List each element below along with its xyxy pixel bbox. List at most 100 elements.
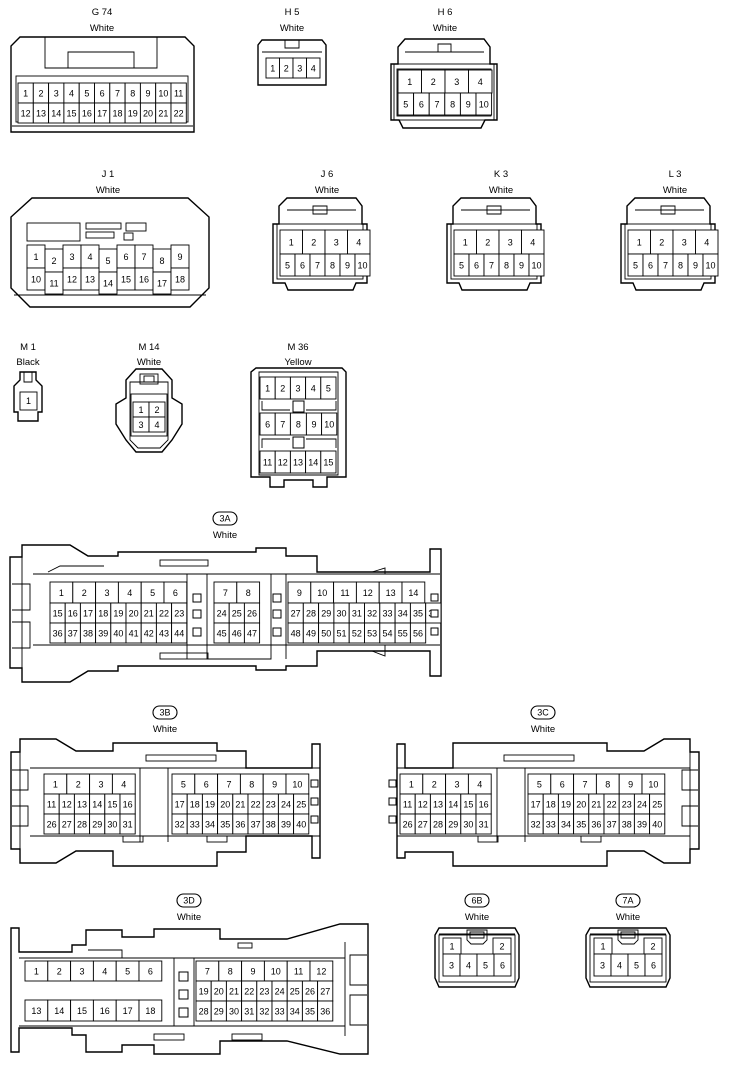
c3d-pin-2: 2 bbox=[57, 967, 62, 977]
g74-pin-7: 7 bbox=[115, 89, 120, 99]
connector-3b-color: White bbox=[153, 724, 177, 735]
c3a-pin-40: 40 bbox=[113, 629, 123, 639]
c3c-pin-31: 31 bbox=[479, 820, 489, 830]
connector-j6-color: White bbox=[315, 185, 339, 196]
c3a-pin-15: 15 bbox=[53, 609, 63, 619]
g74-pin-15: 15 bbox=[67, 109, 77, 119]
c3a-pin-49: 49 bbox=[306, 629, 316, 639]
h6-pin-2: 2 bbox=[431, 77, 436, 87]
m36-pin-8: 8 bbox=[296, 420, 301, 430]
c3b-pin-31: 31 bbox=[123, 820, 133, 830]
c6b-pin-5: 5 bbox=[483, 961, 488, 971]
c3a-pin-23: 23 bbox=[174, 609, 184, 619]
c3b-pin-2: 2 bbox=[76, 780, 81, 790]
connector-3c-color: White bbox=[531, 724, 555, 735]
c3a-pin-37: 37 bbox=[68, 629, 78, 639]
c3b-pin-23: 23 bbox=[266, 800, 276, 810]
c3c-pin-9: 9 bbox=[628, 780, 633, 790]
c3c-pin-11: 11 bbox=[403, 800, 412, 810]
c3a-pin-31: 31 bbox=[352, 609, 362, 619]
h5-pin-2: 2 bbox=[284, 64, 289, 74]
c3a-pin-38: 38 bbox=[83, 629, 93, 639]
g74-pin-10: 10 bbox=[158, 89, 168, 99]
c3a-pin-51: 51 bbox=[337, 629, 347, 639]
j6-pin-6: 6 bbox=[300, 261, 305, 271]
g74-pin-22-cell bbox=[170, 102, 187, 124]
connector-3b-id: 3B bbox=[159, 708, 170, 718]
g74-pin-16: 16 bbox=[82, 109, 92, 119]
c3c-pin-16: 16 bbox=[479, 800, 489, 810]
c3d-pin-14: 14 bbox=[54, 1006, 64, 1016]
c3a-pin-16: 16 bbox=[68, 609, 78, 619]
j6-pin-10-cell bbox=[354, 253, 371, 277]
c3d-pin-16: 16 bbox=[100, 1006, 110, 1016]
c3c-pin-18: 18 bbox=[546, 800, 556, 810]
c3d-pin-15: 15 bbox=[77, 1006, 87, 1016]
g74-pin-1: 1 bbox=[23, 89, 28, 99]
c3b-pin-27: 27 bbox=[62, 820, 72, 830]
l3-pin-3: 3 bbox=[682, 238, 687, 248]
connector-7a-color: White bbox=[616, 912, 640, 923]
j1-pin-18: 18 bbox=[175, 275, 185, 285]
h6-pin-4: 4 bbox=[478, 77, 483, 87]
c3a-pin-53: 53 bbox=[367, 629, 377, 639]
c3b-pin-9: 9 bbox=[272, 780, 277, 790]
g74-pin-2: 2 bbox=[38, 89, 43, 99]
c3a-pin-35: 35 bbox=[413, 609, 423, 619]
c3a-pin-19: 19 bbox=[113, 609, 123, 619]
c3d-pin-7: 7 bbox=[205, 967, 210, 977]
c3c-pin-32: 32 bbox=[531, 820, 541, 830]
connector-3a-color: White bbox=[213, 530, 237, 541]
m36-pin-15: 15 bbox=[323, 458, 333, 468]
c3b-pin-35: 35 bbox=[220, 820, 230, 830]
c3c-pin-4: 4 bbox=[477, 780, 482, 790]
c3d-pin-22: 22 bbox=[244, 987, 254, 997]
c3b-pin-39: 39 bbox=[281, 820, 291, 830]
c3c-pin-26: 26 bbox=[403, 820, 413, 830]
c3d-pin-20: 20 bbox=[214, 987, 224, 997]
connector-6b-id: 6B bbox=[471, 896, 482, 906]
c3b-pin-19: 19 bbox=[205, 800, 215, 810]
j6-pin-8: 8 bbox=[330, 261, 335, 271]
c3c-pin-14: 14 bbox=[448, 800, 458, 810]
c3b-pin-7: 7 bbox=[226, 780, 231, 790]
c3d-pin-33: 33 bbox=[275, 1007, 285, 1017]
k3-pin-4: 4 bbox=[530, 238, 535, 248]
h5-pin-1: 1 bbox=[270, 64, 275, 74]
j1-pin-2: 2 bbox=[51, 256, 56, 266]
k3-pin-7: 7 bbox=[489, 261, 494, 271]
g74-pin-3: 3 bbox=[54, 89, 59, 99]
c3d-pin-36-cell bbox=[317, 1000, 334, 1022]
c3a-pin-33: 33 bbox=[382, 609, 392, 619]
c3c-pin-12: 12 bbox=[418, 800, 428, 810]
c3a-pin-26: 26 bbox=[247, 609, 257, 619]
l3-pin-4: 4 bbox=[704, 238, 709, 248]
g74-pin-13: 13 bbox=[36, 109, 46, 119]
c3c-pin-23: 23 bbox=[622, 800, 632, 810]
m36-pin-1: 1 bbox=[265, 384, 270, 394]
c3d-pin-10: 10 bbox=[271, 967, 281, 977]
c3d-pin-1: 1 bbox=[34, 967, 39, 977]
c3b-pin-32: 32 bbox=[175, 820, 185, 830]
connector-l3-color: White bbox=[663, 185, 687, 196]
c3d-pin-8: 8 bbox=[228, 967, 233, 977]
c3b-pin-36: 36 bbox=[235, 820, 245, 830]
g74-pin-21: 21 bbox=[158, 109, 168, 119]
c3c-pin-40-cell bbox=[649, 813, 666, 835]
c3b-pin-21: 21 bbox=[235, 800, 245, 810]
c3b-pin-34: 34 bbox=[205, 820, 215, 830]
c3a-pin-10: 10 bbox=[317, 588, 327, 598]
m36-pin-5: 5 bbox=[326, 384, 331, 394]
m36-pin-10-cell bbox=[321, 412, 338, 436]
c3a-pin-34: 34 bbox=[398, 609, 408, 619]
m14-pin-4: 4 bbox=[154, 420, 159, 430]
m36-pin-14: 14 bbox=[308, 458, 318, 468]
c3b-pin-1: 1 bbox=[53, 780, 58, 790]
c3d-pin-6-cell bbox=[138, 960, 163, 982]
c3a-pin-5: 5 bbox=[150, 588, 155, 598]
connector-k3-id: K 3 bbox=[494, 169, 508, 180]
c3a-pin-1: 1 bbox=[59, 588, 64, 598]
